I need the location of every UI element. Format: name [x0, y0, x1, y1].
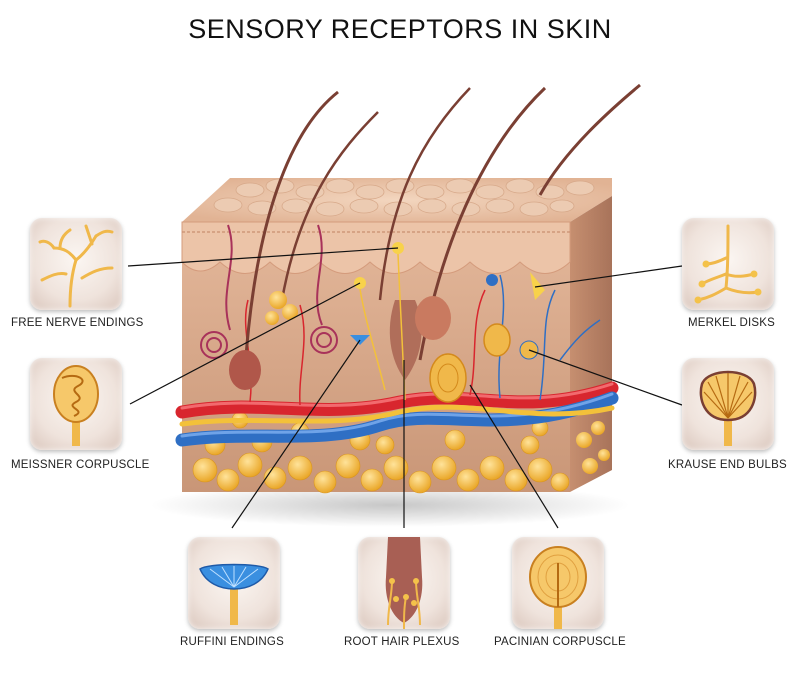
pacinian-corpuscle-icon — [529, 546, 587, 629]
merkel-disks-label: MERKEL DISKS — [688, 317, 775, 329]
artery — [175, 381, 619, 419]
leader-pacinian — [469, 384, 559, 529]
meissner-corpuscle-icon — [53, 365, 99, 446]
leader-meissner — [129, 282, 361, 405]
sebaceous-gland — [265, 291, 298, 325]
merkel-disks-icon — [694, 224, 762, 304]
epidermis-layer — [181, 221, 571, 274]
free-nerve-endings-tile — [30, 218, 122, 310]
sweat-glands — [200, 224, 338, 359]
meissner-corpuscle-tile — [30, 358, 122, 450]
root-hair-plexus-icon — [385, 537, 423, 629]
artery-highlight — [180, 382, 614, 410]
skin-block-side — [570, 196, 612, 492]
meissner-corpuscle-label: MEISSNER CORPUSCLE — [11, 459, 150, 471]
leader-lines — [127, 247, 683, 529]
root-hair-plexus-tile — [358, 537, 450, 629]
vein — [175, 391, 619, 447]
pacinian-corpuscle-tile — [512, 537, 604, 629]
main-nerve — [179, 404, 615, 427]
krause-end-bulbs-label: KRAUSE END BULBS — [668, 459, 787, 471]
ruffini-endings-icon — [199, 563, 269, 625]
hair-follicles — [229, 83, 641, 390]
block-shadow — [150, 483, 630, 527]
root-hair-plexus-label: ROOT HAIR PLEXUS — [344, 636, 460, 648]
free-nerve-endings-icon — [38, 224, 114, 308]
leader-krause — [528, 349, 683, 406]
diagram-title: SENSORY RECEPTORS IN SKIN — [188, 14, 612, 44]
free-nerve-endings-label: FREE NERVE ENDINGS — [11, 317, 144, 329]
leader-ruffini — [231, 339, 361, 529]
ruffini-endings-label: RUFFINI ENDINGS — [180, 636, 284, 648]
side-fat-globules — [576, 421, 610, 474]
krause-end-bulbs-tile — [682, 358, 774, 450]
leader-merkel — [534, 265, 683, 288]
krause-end-bulbs-icon — [699, 370, 757, 446]
pacinian-corpuscle-label: PACINIAN CORPUSCLE — [494, 636, 626, 648]
ruffini-endings-tile — [188, 537, 280, 629]
leader-free-nerve — [127, 247, 399, 267]
in-skin-receptors — [350, 242, 545, 403]
merkel-disks-tile — [682, 218, 774, 310]
